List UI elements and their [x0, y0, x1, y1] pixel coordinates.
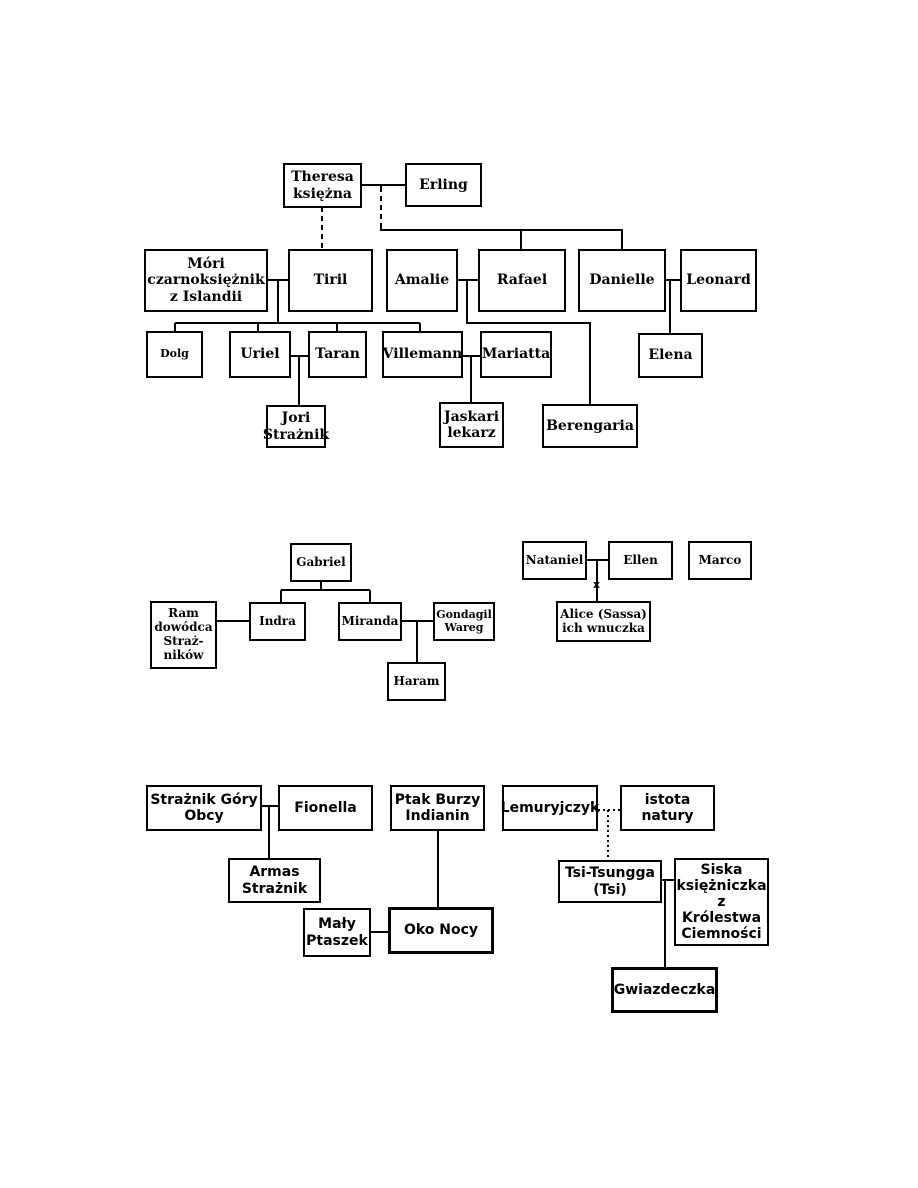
lemuryjczyk-box: Lemuryjczyk: [501, 785, 599, 831]
erling-box: Erling: [405, 163, 482, 207]
fionella-box: Fionella: [278, 785, 373, 831]
alice-box: Alice (Sassa) ich wnuczka: [556, 601, 651, 642]
jaskari-box: Jaskari lekarz: [439, 402, 504, 448]
x-mark: x: [593, 578, 601, 591]
amalie-box: Amalie: [386, 249, 458, 312]
gabriel-box: Gabriel: [290, 543, 352, 582]
nataniel-box: Nataniel: [522, 541, 587, 580]
siska-box: Siska księżniczka z Królestwa Ciemności: [674, 858, 769, 946]
leonard-box: Leonard: [680, 249, 757, 312]
oko-nocy-box: Oko Nocy: [388, 907, 494, 954]
villemann-box: Villemann: [382, 331, 463, 378]
marco-box: Marco: [688, 541, 752, 580]
jori-box: Jori Strażnik: [263, 405, 329, 448]
uriel-box: Uriel: [229, 331, 291, 378]
maly-ptaszek-box: Mały Ptaszek: [303, 908, 371, 957]
gwiazdeczka-box: Gwiazdeczka: [611, 967, 718, 1013]
berengaria-box: Berengaria: [542, 404, 638, 448]
haram-box: Haram: [387, 662, 446, 701]
gondagil-box: Gondagil Wareg: [433, 602, 495, 641]
mariatta-box: Mariatta: [480, 331, 552, 378]
armas-box: Armas Strażnik: [228, 858, 321, 903]
indra-box: Indra: [249, 602, 306, 641]
theresa-box: Theresa księżna: [283, 163, 362, 208]
istota-box: istota natury: [620, 785, 715, 831]
elena-box: Elena: [638, 333, 703, 378]
miranda-box: Miranda: [338, 602, 402, 641]
ellen-box: Ellen: [608, 541, 673, 580]
taran-box: Taran: [308, 331, 367, 378]
mori-box: Móri czarnoksiężnik z Islandii: [144, 249, 268, 312]
dolg-box: Dolg: [146, 331, 203, 378]
danielle-box: Danielle: [578, 249, 666, 312]
ptak-burzy-box: Ptak Burzy Indianin: [390, 785, 485, 831]
rafael-box: Rafael: [478, 249, 566, 312]
ram-box: Ram dowódca Straż- ników: [150, 601, 217, 669]
tsi-box: Tsi-Tsungga (Tsi): [558, 860, 662, 903]
straznik-gory-box: Strażnik Góry Obcy: [146, 785, 262, 831]
tiril-box: Tiril: [288, 249, 373, 312]
